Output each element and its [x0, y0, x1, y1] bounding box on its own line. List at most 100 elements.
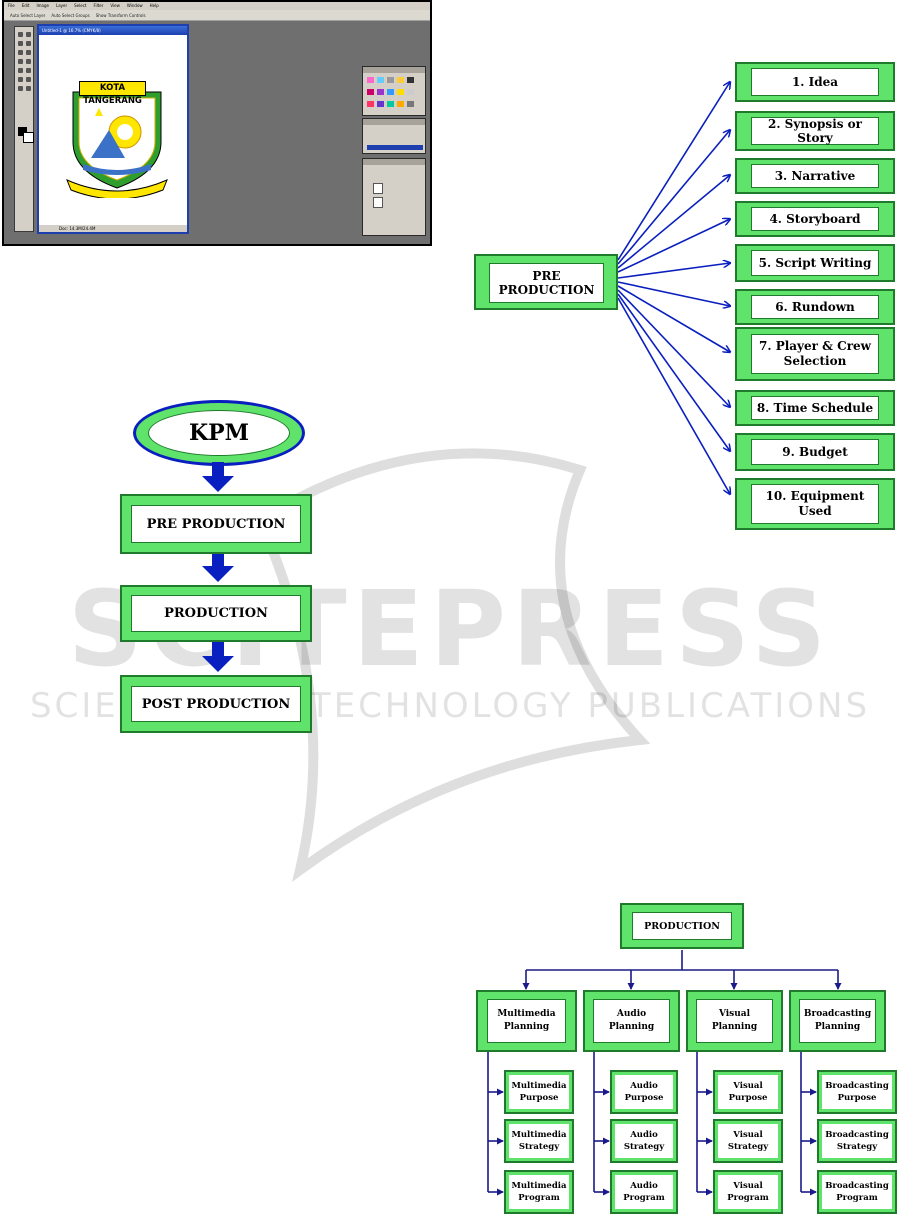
swatch[interactable] [367, 77, 374, 83]
swatch[interactable] [377, 101, 384, 107]
swatch[interactable] [377, 77, 384, 83]
options-bar: Auto Select Layer Auto Select Groups Show … [4, 10, 430, 21]
leaf-line: Audio [630, 1130, 658, 1140]
menu-file[interactable]: File [8, 3, 15, 8]
swatch[interactable] [387, 101, 394, 107]
type-tool-icon[interactable] [26, 77, 31, 82]
menu-help[interactable]: Help [149, 3, 159, 8]
item-line: 9. Budget [782, 445, 848, 459]
zoom-tool-icon[interactable] [26, 86, 31, 91]
leaf-line: Purpose [519, 1093, 559, 1103]
planning-label: Multimedia Planning [487, 999, 566, 1043]
layer-thumbnail[interactable] [373, 197, 383, 208]
swatch[interactable] [407, 89, 414, 95]
planning-line: Visual [718, 1009, 751, 1019]
photoshop-screenshot: File Edit Image Layer Select Filter View Window… [2, 0, 432, 246]
hand-tool-icon[interactable] [18, 86, 23, 91]
status-bar: Doc: 14.3M/24.4M [39, 225, 187, 232]
wand-tool-icon[interactable] [26, 41, 31, 46]
history-selected-row[interactable] [367, 145, 423, 150]
crop-tool-icon[interactable] [18, 50, 23, 55]
swatch[interactable] [397, 77, 404, 83]
leaf-line: Program [727, 1193, 769, 1203]
menu-layer[interactable]: Layer [55, 3, 68, 8]
layers-panel [362, 158, 426, 236]
kpm-step-label: POST PRODUCTION [131, 686, 301, 722]
swatch[interactable] [407, 101, 414, 107]
eraser-tool-icon[interactable] [18, 68, 23, 73]
layer-thumbnail[interactable] [373, 183, 383, 194]
down-arrow-icon [202, 552, 234, 582]
swatch[interactable] [397, 101, 404, 107]
swatch[interactable] [407, 77, 414, 83]
slice-tool-icon[interactable] [26, 50, 31, 55]
pre-item-label: 2. Synopsis or Story [751, 117, 879, 145]
background-color-icon[interactable] [23, 132, 34, 143]
pre-item-label: 9. Budget [751, 439, 879, 465]
leaf-label: Audio Purpose [615, 1075, 673, 1109]
menu-view[interactable]: View [110, 3, 120, 8]
option-show-transform[interactable]: Show Transform Controls [95, 13, 146, 18]
pen-tool-icon[interactable] [18, 77, 23, 82]
item-line: Used [798, 504, 832, 518]
swatch[interactable] [367, 89, 374, 95]
leaf-label: Multimedia Strategy [509, 1124, 569, 1158]
menu-edit[interactable]: Edit [21, 3, 30, 8]
production-root-label: PRODUCTION [632, 912, 732, 940]
kpm-step-label: PRODUCTION [131, 595, 301, 632]
foreground-color-icon[interactable] [18, 127, 27, 136]
document-title: Untitled-1 @ 16.7% (CMYK/8) [39, 26, 187, 35]
planning-line: Audio [616, 1009, 647, 1019]
menu-filter[interactable]: Filter [93, 3, 104, 8]
planning-line: Planning [503, 1022, 550, 1032]
option-auto-select-layer[interactable]: Auto Select Layer [10, 13, 46, 18]
pre-item-label: 5. Script Writing [751, 250, 879, 276]
menu-image[interactable]: Image [36, 3, 49, 8]
leaf-label: Multimedia Program [509, 1175, 569, 1209]
planning-label: Audio Planning [593, 999, 670, 1043]
brush-tool-icon[interactable] [18, 59, 23, 64]
item-line: 4. Storyboard [769, 212, 861, 226]
pre-item-label: 4. Storyboard [751, 207, 879, 231]
leaf-line: Audio [630, 1181, 658, 1191]
item-line: Selection [783, 354, 847, 368]
swatch[interactable] [397, 89, 404, 95]
pre-item-label: 8. Time Schedule [751, 396, 879, 420]
leaf-line: Visual [733, 1181, 763, 1191]
item-line: 2. Synopsis or Story [767, 117, 863, 145]
swatch[interactable] [377, 89, 384, 95]
swatch[interactable] [387, 89, 394, 95]
option-auto-select-groups[interactable]: Auto Select Groups [51, 13, 90, 18]
menu-select[interactable]: Select [74, 3, 87, 8]
item-line: 5. Script Writing [758, 256, 872, 270]
move-tool-icon[interactable] [18, 32, 23, 37]
planning-label: Broadcasting Planning [799, 999, 876, 1043]
leaf-line: Program [836, 1193, 878, 1203]
leaf-label: Visual Program [718, 1175, 778, 1209]
crest-emblem-icon [66, 91, 168, 198]
item-line: 6. Rundown [775, 300, 855, 314]
leaf-line: Strategy [836, 1142, 878, 1152]
tool-palette [14, 26, 34, 232]
crest-title-banner: KOTA TANGERANG [79, 81, 146, 106]
pre-item-label: 6. Rundown [751, 295, 879, 319]
lasso-tool-icon[interactable] [18, 41, 23, 46]
stamp-tool-icon[interactable] [26, 59, 31, 64]
leaf-line: Multimedia [511, 1081, 567, 1091]
swatch[interactable] [387, 77, 394, 83]
leaf-line: Broadcasting [825, 1081, 889, 1091]
menu-window[interactable]: Window [126, 3, 143, 8]
leaf-line: Visual [733, 1081, 763, 1091]
gradient-tool-icon[interactable] [26, 68, 31, 73]
production-tree-connectors [487, 950, 842, 1196]
kpm-root-label: KPM [148, 410, 290, 456]
planning-line: Planning [814, 1022, 861, 1032]
root-line: PRE [532, 269, 561, 283]
pre-item-label: 1. Idea [751, 68, 879, 96]
marquee-tool-icon[interactable] [26, 32, 31, 37]
kpm-step-label: PRE PRODUCTION [131, 505, 301, 543]
planning-line: Broadcasting [803, 1009, 872, 1019]
leaf-label: Broadcasting Program [822, 1175, 892, 1209]
leaf-line: Audio [630, 1081, 658, 1091]
swatch[interactable] [367, 101, 374, 107]
